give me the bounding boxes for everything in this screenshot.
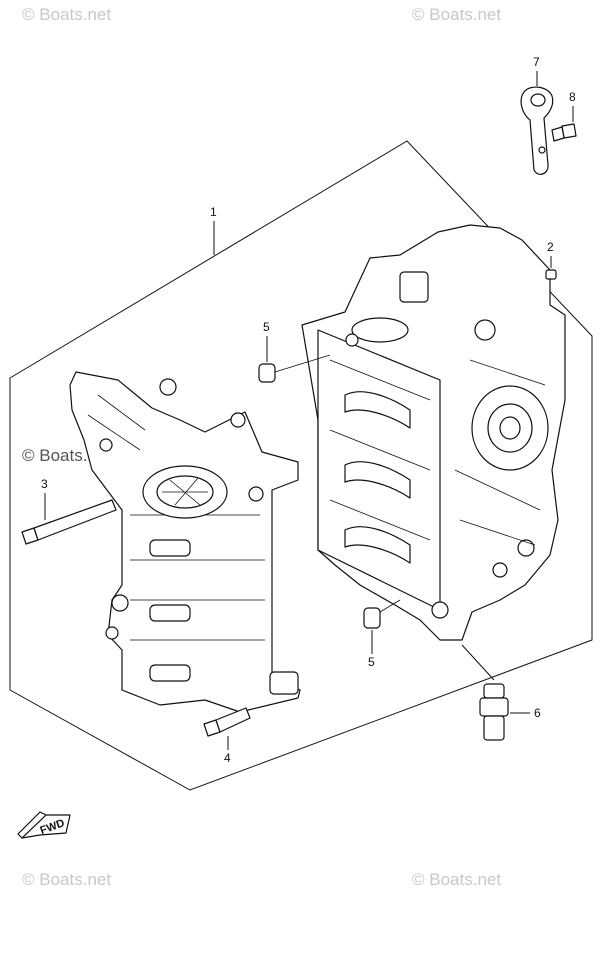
dowel-pin-part-5-upper [258, 363, 276, 383]
fwd-arrow-icon [17, 811, 71, 839]
callout-4: 4 [224, 751, 231, 765]
cylinder-head-part [69, 371, 301, 713]
bracket-part-7 [520, 86, 554, 175]
callout-2: 2 [547, 240, 554, 254]
fitting-part-6 [479, 683, 509, 741]
cylinder-block-part [301, 224, 566, 641]
callout-8: 8 [569, 90, 576, 104]
callout-3: 3 [41, 477, 48, 491]
bolt-part-4 [203, 707, 251, 737]
callout-5-lower: 5 [368, 655, 375, 669]
pin-part-2 [545, 269, 557, 280]
screw-part-8 [551, 123, 577, 142]
callout-1: 1 [210, 205, 217, 219]
callout-7: 7 [533, 55, 540, 69]
callout-5-upper: 5 [263, 320, 270, 334]
callout-6: 6 [534, 706, 541, 720]
assembly-boundary [9, 140, 593, 791]
bolt-part-3 [21, 499, 117, 545]
watermark-bottom-left: © Boats.net [22, 870, 111, 889]
dowel-pin-part-5-lower [363, 607, 381, 629]
watermark-top-left: © Boats.net [22, 5, 111, 24]
watermark-top-right: © Boats.net [412, 5, 501, 24]
watermark-bottom-right: © Boats.net [412, 870, 501, 889]
